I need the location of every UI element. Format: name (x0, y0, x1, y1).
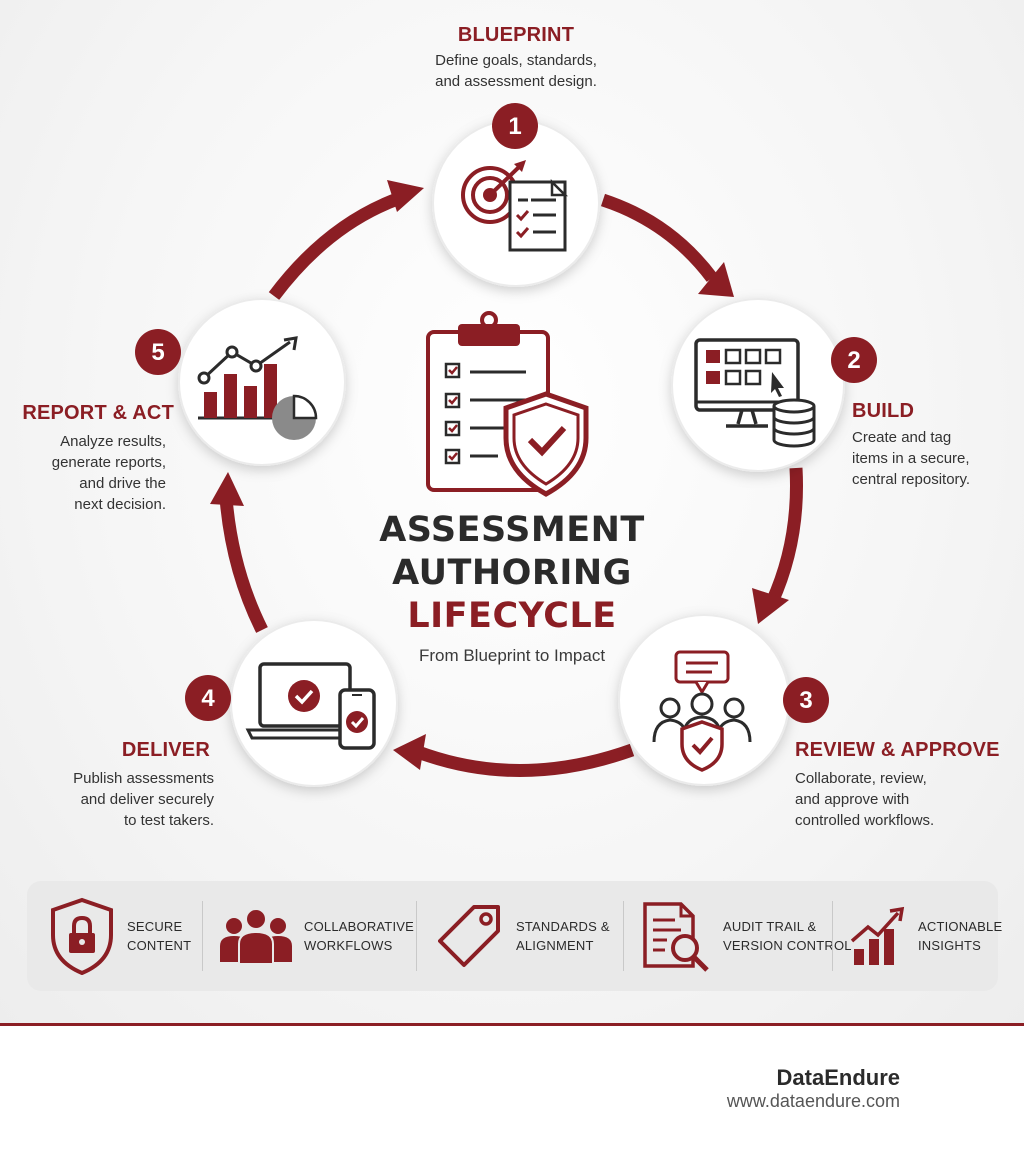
feature-standards-alignment: STANDARDS & ALIGNMENT (438, 881, 610, 991)
arrowhead-4 (393, 734, 426, 770)
arrowhead-3 (752, 588, 789, 624)
feature-label-line: WORKFLOWS (304, 938, 393, 953)
step-5-desc-line: generate reports, (51, 454, 166, 471)
badge-5 (135, 329, 181, 375)
feature-label-line: AUDIT TRAIL & (723, 919, 817, 934)
feature-label-line: SECURE (127, 919, 183, 934)
feature-label: AUDIT TRAIL & VERSION CONTROL (723, 917, 852, 955)
arrowhead-1 (387, 180, 424, 212)
feature-secure-content: SECURE CONTENT (49, 881, 191, 991)
step-2-title: BUILD (852, 400, 915, 422)
badge-3-number: 3 (799, 687, 812, 714)
step-4-desc-line: Publish assessments (73, 770, 214, 787)
badge-3 (783, 677, 829, 723)
step-4-desc-line: and deliver securely (80, 791, 214, 808)
feature-audit-trail: AUDIT TRAIL & VERSION CONTROL (641, 881, 852, 991)
monitor-database-icon (694, 338, 816, 448)
target-document-icon (461, 160, 569, 252)
badge-4-number: 4 (201, 685, 215, 712)
badge-1-number: 1 (508, 113, 521, 140)
arrow-heads (210, 180, 789, 770)
step-2-desc-line: Create and tag (852, 429, 952, 446)
chart-analytics-icon (197, 336, 318, 440)
clipboard-shield-icon (426, 311, 589, 497)
feature-label-line: ALIGNMENT (516, 938, 594, 953)
step-5-title: REPORT & ACT (22, 402, 174, 424)
step-3-title: REVIEW & APPROVE (795, 739, 1000, 761)
feature-label: COLLABORATIVE WORKFLOWS (304, 917, 414, 955)
feature-label-line: CONTENT (127, 938, 192, 953)
people-icon (220, 908, 292, 965)
brand-url[interactable]: www.dataendure.com (726, 1091, 900, 1111)
feature-label-line: ACTIONABLE (918, 919, 1003, 934)
arrow-1-to-2 (600, 193, 718, 282)
step-2-desc-line: central repository. (852, 471, 971, 488)
lifecycle-diagram: 1 2 3 4 5 (135, 103, 877, 787)
laptop-phone-icon (245, 662, 376, 750)
arrowhead-5 (210, 472, 244, 506)
arrow-4-to-5 (219, 497, 268, 633)
step-5-desc-line: next decision. (74, 496, 166, 513)
cycle-arrows (219, 191, 803, 777)
document-search-icon (643, 902, 709, 972)
arrowhead-2 (698, 262, 734, 297)
step-4-desc: Publish assessments and deliver securely… (73, 768, 214, 831)
badge-1 (492, 103, 538, 149)
step-1-desc-line: and assessment design. (435, 73, 597, 90)
step-4-title: DELIVER (121, 739, 210, 761)
feature-divider (416, 901, 417, 971)
step-2-desc-line: items in a secure, (852, 450, 970, 467)
tag-icon (438, 905, 500, 967)
feature-divider (202, 901, 203, 971)
feature-label-line: COLLABORATIVE (304, 919, 415, 934)
center-title-line-3: LIFECYCLE (407, 596, 617, 636)
shield-lock-icon (51, 897, 113, 975)
feature-label: ACTIONABLE INSIGHTS (918, 917, 1002, 955)
footer-divider (0, 1023, 1024, 1026)
step-3-desc-line: Collaborate, review, (795, 770, 927, 787)
arrow-2-to-3 (766, 467, 803, 605)
feature-divider (832, 901, 833, 971)
badge-2-number: 2 (847, 347, 860, 374)
step-1-desc: Define goals, standards, and assessment … (396, 50, 636, 92)
feature-label: STANDARDS & ALIGNMENT (516, 917, 610, 955)
badge-5-number: 5 (151, 339, 164, 366)
feature-actionable-insights: ACTIONABLE INSIGHTS (850, 881, 1002, 991)
step-4-desc-line: to test takers. (123, 812, 214, 829)
feature-label-line: VERSION CONTROL (723, 938, 852, 953)
step-1-title: BLUEPRINT (457, 24, 575, 46)
step-5-desc: Analyze results, generate reports, and d… (52, 431, 166, 515)
step-1-desc-line: Define goals, standards, (435, 52, 597, 69)
feature-divider (623, 901, 624, 971)
feature-label-line: STANDARDS & (516, 919, 610, 934)
features-strip: SECURE CONTENT COLLABORATIVE WORKFLOWS (27, 881, 1002, 991)
brand-name: DataEndure (776, 1065, 900, 1090)
step-2-desc: Create and tag items in a secure, centra… (852, 427, 970, 490)
team-review-icon (652, 650, 752, 772)
infographic-canvas: 1 2 3 4 5 (0, 0, 1024, 1025)
arrow-5-to-1 (268, 191, 403, 300)
feature-label-line: INSIGHTS (918, 938, 981, 953)
badge-2 (831, 337, 877, 383)
arrow-3-to-4 (415, 743, 635, 777)
feature-collaborative-workflows: COLLABORATIVE WORKFLOWS (220, 881, 414, 991)
badge-4 (185, 675, 231, 721)
bar-chart-arrow-icon (850, 906, 905, 965)
number-badges: 1 2 3 4 5 (135, 103, 877, 723)
step-3-desc-line: and approve with (795, 791, 910, 808)
center-subtitle: From Blueprint to Impact (418, 646, 606, 665)
step-5-desc-line: Analyze results, (60, 433, 166, 450)
step-3-desc: Collaborate, review, and approve with co… (795, 768, 934, 831)
step-5-desc-line: and drive the (79, 475, 166, 492)
center-title-line-2: AUTHORING (392, 553, 632, 593)
feature-label: SECURE CONTENT (127, 917, 191, 955)
center-title-line-1: ASSESSMENT (379, 510, 645, 550)
step-3-desc-line: controlled workflows. (795, 812, 935, 829)
